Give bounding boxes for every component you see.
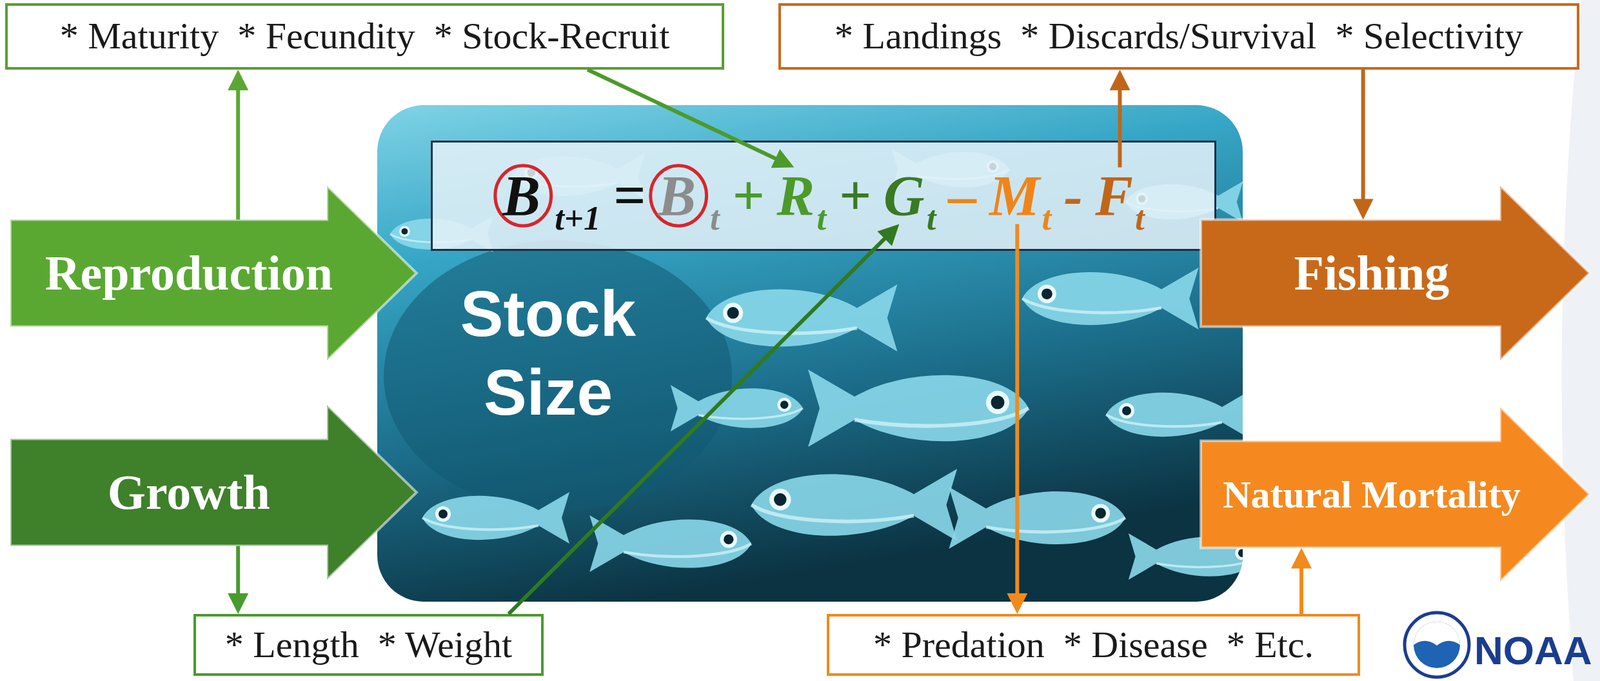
fish: [589, 515, 752, 573]
connector: [1291, 548, 1312, 614]
connector: [587, 69, 794, 168]
box-text: * Maturity * Fecundity * Stock-Recruit: [59, 14, 671, 59]
logo-disc: [1413, 621, 1461, 669]
arrow-head: [1353, 198, 1374, 220]
connector: [1006, 224, 1028, 615]
fish: [1022, 267, 1199, 330]
equation-term: Rt: [777, 167, 827, 225]
equation-subscript: t: [710, 201, 720, 236]
equation-term: Bt: [657, 167, 720, 225]
arrow-head: [227, 593, 249, 614]
connector-line: [236, 546, 240, 594]
connector-line: [236, 89, 240, 220]
shadow-patch: [383, 240, 732, 512]
arrow-label: Natural Mortality: [1222, 473, 1521, 516]
connector: [1109, 69, 1130, 168]
equation-symbol: R: [777, 167, 816, 225]
arrow-body: [10, 404, 417, 580]
arrow-body: [1200, 185, 1590, 361]
equation-subscript: t+1: [554, 201, 601, 236]
equation-subscript: t: [1135, 201, 1145, 236]
arrow-head: [771, 148, 795, 168]
highlight-ring: [495, 165, 552, 226]
block-arrow: Reproduction: [8, 183, 419, 363]
sea-background: [377, 105, 1243, 602]
fish: [948, 486, 1126, 549]
fish: [1106, 388, 1243, 441]
equation-term: Mt: [989, 167, 1052, 225]
equation-subscript: t: [1042, 201, 1052, 236]
connector-line: [1117, 89, 1122, 168]
photo-content: [377, 105, 1243, 602]
arrow-body: [1200, 406, 1590, 582]
arrow-head: [1006, 593, 1028, 614]
block-arrow: Natural Mortality: [1198, 404, 1592, 584]
equation-operator: +: [731, 167, 765, 225]
arrow-label: Fishing: [1294, 246, 1450, 301]
connector-line: [508, 237, 886, 614]
connector: [508, 224, 900, 615]
info-box: * Length * Weight: [193, 613, 544, 676]
equation-symbol: M: [989, 167, 1040, 225]
stock-label: Stock Size: [438, 274, 658, 432]
swoosh-shape: [1561, 0, 1600, 681]
info-box: * Maturity * Fecundity * Stock-Recruit: [5, 3, 725, 70]
connector-line: [1015, 224, 1019, 595]
arrow-body: [10, 185, 417, 361]
fish: [670, 385, 803, 432]
connector: [227, 546, 249, 614]
stock-photo-area: Stock Size=++–-Bt+1BtRtGtMtFt: [377, 105, 1243, 602]
equation-symbol: F: [1095, 167, 1134, 225]
arrow-head: [877, 224, 899, 247]
box-text: * Landings * Discards/Survival * Selecti…: [834, 14, 1524, 59]
connector: [227, 69, 249, 220]
equation-box: =++–-Bt+1BtRtGtMtFt: [430, 140, 1217, 251]
logo-ring: [1404, 612, 1470, 678]
info-box: * Landings * Discards/Survival * Selecti…: [778, 3, 1580, 70]
logo-gull: [1413, 621, 1461, 646]
block-arrow: Fishing: [1198, 183, 1592, 363]
arrow-label: Growth: [107, 465, 271, 520]
arrow-head: [1291, 548, 1312, 569]
equation-operator: –: [948, 167, 978, 225]
equation-symbol: B: [502, 167, 541, 225]
equation-symbol: B: [657, 167, 696, 225]
equation-symbol: G: [883, 167, 925, 225]
box-text: * Predation * Disease * Etc.: [873, 623, 1314, 667]
arrow-label: Reproduction: [45, 246, 333, 301]
fish: [422, 492, 570, 544]
info-box: * Predation * Disease * Etc.: [826, 613, 1361, 676]
fish: [808, 369, 1029, 447]
block-arrow: Growth: [8, 403, 419, 582]
equation-operator: =: [613, 167, 646, 225]
fish: [706, 284, 898, 352]
box-text: * Length * Weight: [225, 623, 513, 667]
arrow-head: [227, 69, 249, 91]
connector: [1353, 69, 1374, 220]
highlight-ring: [650, 165, 707, 226]
fish: [751, 468, 958, 542]
connector-line: [587, 69, 776, 159]
connector-line: [1299, 568, 1304, 614]
equation-term: Ft: [1095, 167, 1145, 225]
equation-term: Bt+1: [502, 167, 601, 225]
logo-wordmark: NOAA: [1474, 630, 1593, 671]
arrow-head: [1109, 69, 1130, 91]
equation-operator: +: [838, 167, 871, 225]
equation-subscript: t: [926, 201, 937, 236]
equation-term: Gt: [883, 167, 936, 225]
equation-operator: -: [1064, 167, 1083, 225]
equation-subscript: t: [816, 201, 827, 236]
connector-line: [1361, 69, 1366, 200]
noaa-logo: [1399, 609, 1475, 681]
